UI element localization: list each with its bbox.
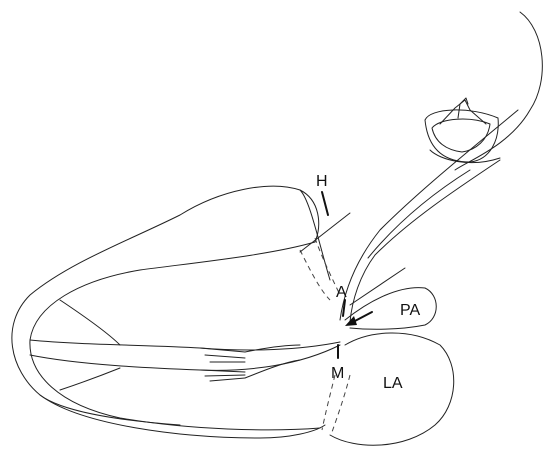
ventricle-upper-lobe xyxy=(300,190,319,242)
ventricle-apex-inner xyxy=(40,395,180,425)
mitral-annulus-dashed-2 xyxy=(332,375,350,432)
label-h: H xyxy=(316,173,328,190)
h-tangent-line xyxy=(300,213,350,252)
pointer-arrow-icon xyxy=(345,312,372,326)
delivery-sheath-lower xyxy=(350,160,500,322)
papillary-muscle-lower xyxy=(60,368,120,390)
ventricle-outer-wall xyxy=(12,186,330,438)
valve-prosthesis-icon xyxy=(425,98,500,163)
aortic-annulus-dashed-1 xyxy=(300,250,330,300)
label-m: M xyxy=(331,365,344,382)
mitral-annulus-dashed-1 xyxy=(322,375,335,430)
sheath-inner-line xyxy=(368,170,470,258)
papillary-muscle-upper xyxy=(60,300,120,345)
label-pa: PA xyxy=(400,302,420,319)
pulmonary-artery xyxy=(345,288,436,330)
label-a: A xyxy=(336,284,347,301)
label-la: LA xyxy=(383,375,403,392)
delivery-sheath-upper xyxy=(340,110,518,320)
catheter-wire xyxy=(455,12,542,170)
ventricle-inner-wall xyxy=(30,242,320,430)
h-marker-line xyxy=(322,192,328,215)
